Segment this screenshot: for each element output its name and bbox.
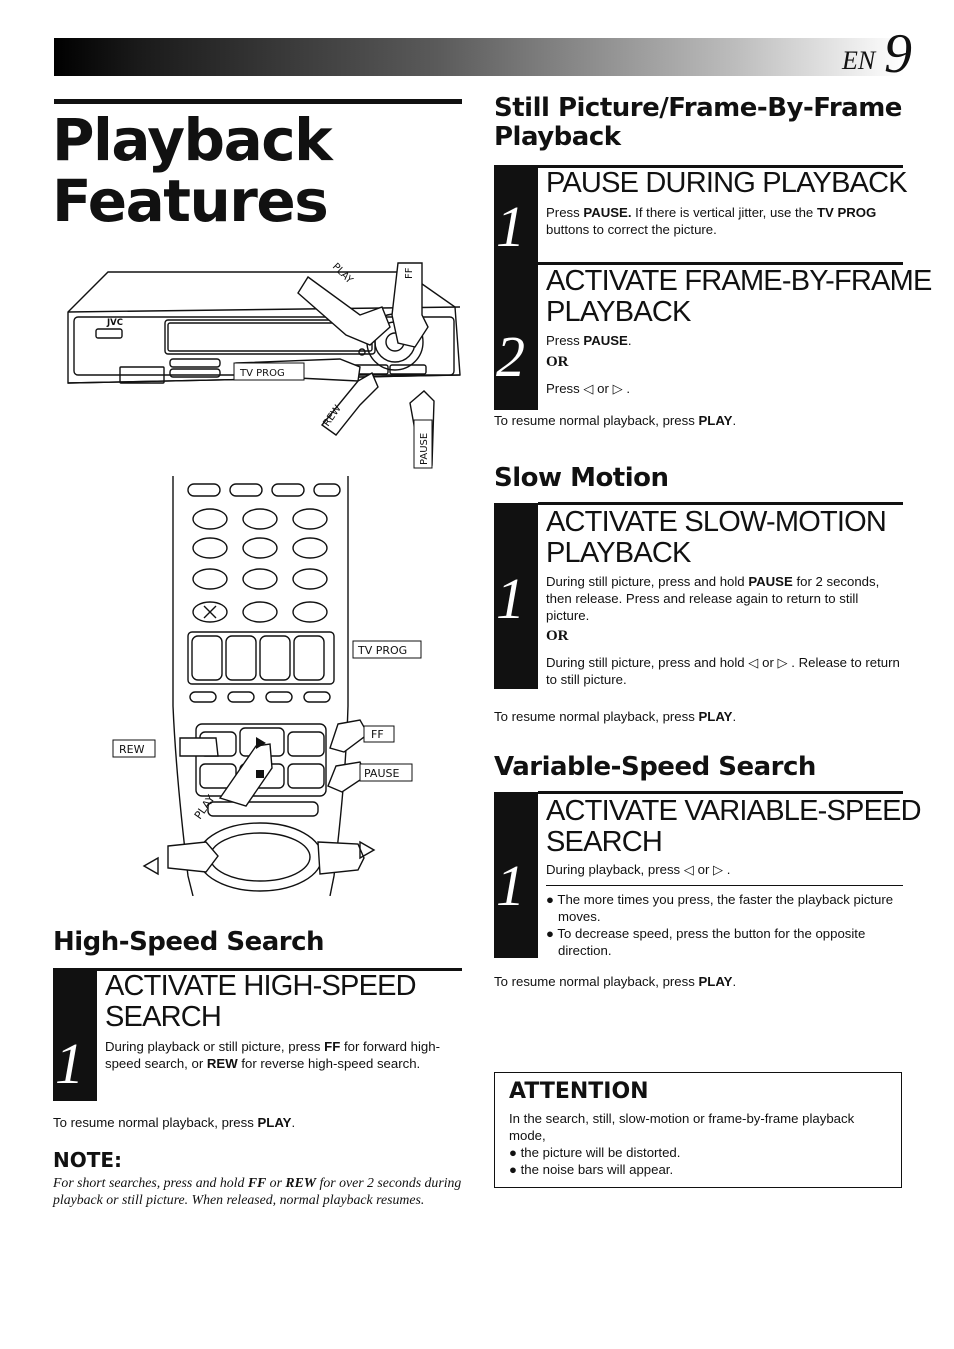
page-number: 9 bbox=[884, 23, 912, 85]
still-heading-line2: Playback bbox=[494, 122, 621, 152]
title-rule bbox=[54, 99, 462, 104]
still-step2-rule bbox=[538, 262, 903, 265]
slow-step1-title: ACTIVATE SLOW-MOTION PLAYBACK bbox=[546, 506, 887, 569]
page-title-line1: Playback bbox=[52, 106, 333, 174]
still-step2-arrows-text: Press ◁ or ▷ . bbox=[546, 381, 631, 396]
note-heading: NOTE: bbox=[53, 1148, 123, 1172]
still-step2-title-line2: PLAYBACK bbox=[546, 296, 691, 328]
page-title-line2: Features bbox=[52, 167, 329, 235]
note-text: For short searches, press and hold FF or… bbox=[53, 1175, 462, 1207]
variable-step1-divider bbox=[546, 885, 903, 886]
still-step2-text: Press PAUSE. bbox=[546, 333, 632, 348]
high-speed-resume-text: To resume normal playback, press PLAY. bbox=[53, 1115, 296, 1130]
high-speed-step1-title: ACTIVATE HIGH-SPEED SEARCH bbox=[105, 970, 417, 1033]
high-speed-step1-rule bbox=[97, 968, 462, 971]
still-step2-title: ACTIVATE FRAME-BY-FRAME PLAYBACK bbox=[546, 266, 932, 328]
attention-text: In the search, still, slow-motion or fra… bbox=[509, 1110, 891, 1178]
still-step2-number: 2 bbox=[496, 324, 525, 389]
slow-step1-title-line1: ACTIVATE SLOW-MOTION bbox=[546, 506, 887, 538]
slow-step1-arrows-text: During still picture, press and hold ◁ o… bbox=[546, 655, 900, 687]
remote-tv-prog-label: TV PROG bbox=[357, 644, 407, 657]
variable-step1-text: During playback, press ◁ or ▷ . bbox=[546, 862, 731, 877]
still-step1-rule bbox=[538, 165, 903, 168]
still-steps-bar: 1 2 bbox=[494, 165, 538, 410]
slow-step1-bar: 1 bbox=[494, 503, 538, 689]
variable-bullet-1: ● The more times you press, the faster t… bbox=[546, 892, 894, 924]
high-speed-step1-number: 1 bbox=[55, 1031, 84, 1096]
variable-heading: Variable-Speed Search bbox=[494, 752, 816, 782]
variable-step1-number: 1 bbox=[496, 853, 525, 918]
still-step2-title-line1: ACTIVATE FRAME-BY-FRAME bbox=[546, 265, 932, 297]
language-label: EN bbox=[842, 46, 876, 75]
slow-step1-rule bbox=[538, 502, 903, 505]
vcr-pause-label: PAUSE bbox=[419, 433, 430, 465]
still-step1-text: Press PAUSE. If there is vertical jitter… bbox=[546, 205, 877, 237]
vcr-tv-prog-label: TV PROG bbox=[239, 368, 285, 379]
remote-ff-label: FF bbox=[371, 728, 384, 741]
attention-box: ATTENTION In the search, still, slow-mot… bbox=[494, 1072, 902, 1188]
variable-resume-text: To resume normal playback, press PLAY. bbox=[494, 974, 737, 989]
remote-illustration: TV PROG FF REW PAUSE PLAY bbox=[112, 476, 422, 896]
still-step1-number: 1 bbox=[496, 194, 525, 259]
vcr-illustration: JVC PLAY FF TV PROG REW PAUSE bbox=[67, 261, 461, 469]
vcr-ff-label: FF bbox=[404, 267, 415, 279]
remote-play-label: PLAY bbox=[192, 792, 218, 821]
variable-bullet-2: ● To decrease speed, press the button fo… bbox=[546, 926, 866, 958]
slow-step1-or: OR bbox=[546, 628, 569, 644]
variable-step1-title: ACTIVATE VARIABLE-SPEED SEARCH bbox=[546, 795, 922, 858]
attention-intro: In the search, still, slow-motion or fra… bbox=[509, 1111, 855, 1143]
high-speed-step1-title-line1: ACTIVATE HIGH-SPEED bbox=[105, 970, 417, 1002]
variable-step1-bullets: ● The more times you press, the faster t… bbox=[546, 891, 896, 959]
slow-step1-number: 1 bbox=[496, 566, 525, 631]
variable-step1-title-line1: ACTIVATE VARIABLE-SPEED bbox=[546, 795, 922, 827]
variable-step1-rule bbox=[538, 791, 903, 794]
attention-bullet-1: ● the picture will be distorted. bbox=[509, 1145, 681, 1160]
slow-step1-title-line2: PLAYBACK bbox=[546, 537, 691, 569]
high-speed-heading: High-Speed Search bbox=[53, 927, 325, 957]
variable-step1-bar: 1 bbox=[494, 792, 538, 958]
high-speed-step1-bar: 1 bbox=[53, 968, 97, 1101]
brand-logo: JVC bbox=[106, 318, 123, 328]
remote-pause-label: PAUSE bbox=[364, 767, 399, 780]
attention-bullet-2: ● the noise bars will appear. bbox=[509, 1162, 674, 1177]
slow-step1-text: During still picture, press and hold PAU… bbox=[546, 574, 880, 623]
high-speed-step1-text: During playback or still picture, press … bbox=[105, 1039, 440, 1071]
variable-step1-title-line2: SEARCH bbox=[546, 826, 663, 858]
still-resume-text: To resume normal playback, press PLAY. bbox=[494, 413, 737, 428]
remote-rew-label: REW bbox=[119, 743, 145, 756]
slow-resume-text: To resume normal playback, press PLAY. bbox=[494, 709, 737, 724]
header-gradient-bar bbox=[54, 38, 904, 76]
attention-heading: ATTENTION bbox=[509, 1079, 649, 1104]
slow-heading: Slow Motion bbox=[494, 463, 669, 493]
page-title: Playback Features bbox=[52, 106, 333, 235]
still-heading-line1: Still Picture/Frame-By-Frame bbox=[494, 93, 902, 123]
still-step2-or: OR bbox=[546, 354, 569, 370]
still-step1-title: PAUSE DURING PLAYBACK bbox=[546, 167, 908, 199]
high-speed-step1-title-line2: SEARCH bbox=[105, 1001, 222, 1033]
still-heading: Still Picture/Frame-By-Frame Playback bbox=[494, 94, 902, 152]
